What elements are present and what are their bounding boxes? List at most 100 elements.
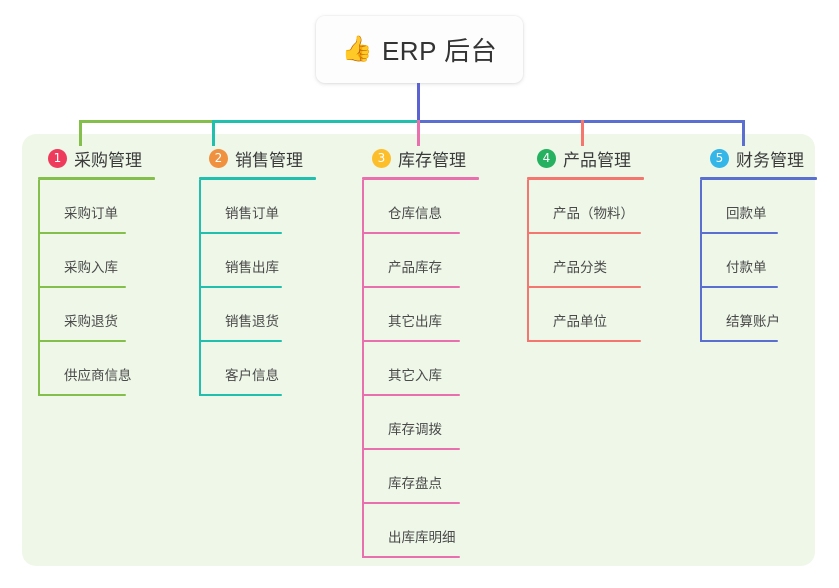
leaf-spine-line [527,180,529,234]
leaf-spine-line [527,234,529,288]
leaf-label: 库存调拨 [388,422,442,437]
leaf-label: 库存盘点 [388,476,442,491]
leaf-spine-line [362,504,364,558]
leaf-label: 回款单 [726,206,767,221]
leaf-label: 采购订单 [64,206,118,221]
branch-label-5: 财务管理 [736,150,804,170]
branch-rule-3 [362,177,479,180]
leaf-spine-line [527,288,529,342]
leaf-rule [700,340,778,342]
branch-header-4[interactable]: 4 产品管理 [527,146,631,170]
branch-rule-4 [527,177,644,180]
leaf-spine-line [362,180,364,234]
leaf-label: 采购退货 [64,314,118,329]
branches-panel [22,134,815,566]
leaf-spine-line [199,234,201,288]
branch-column-4: 4 产品管理产品（物料） 产品分类产品单位 [527,146,644,342]
leaf-rule [362,232,460,234]
branch-label-2: 销售管理 [235,150,303,170]
leaf-spine-line [700,234,702,288]
leaf-rule [362,502,460,504]
leaf-rule [527,286,641,288]
root-title: ERP 后台 [381,36,498,66]
leaf-label: 产品单位 [553,314,607,329]
drop-purchase-line [79,120,82,146]
leaf-spine-line [38,288,40,342]
leaf-label: 付款单 [726,260,767,275]
leaf-rule [362,448,460,450]
leaf-rule [362,286,460,288]
leaf-rule [199,286,282,288]
branch-header-2[interactable]: 2 销售管理 [199,146,303,170]
leaf-label: 产品库存 [388,260,442,275]
leaf-label: 其它入库 [388,368,442,383]
bus-green-line [79,120,214,123]
leaf-label: 出库库明细 [388,530,456,545]
leaf-rule [527,340,641,342]
leaf-rule [38,340,126,342]
branch-badge-3: 3 [372,148,391,168]
leaf-label: 供应商信息 [64,368,132,383]
leaf-rule [362,556,460,558]
leaf-spine-line [199,180,201,234]
leaf-rule [199,340,282,342]
root-stem-line [417,83,420,123]
leaf-rule [700,286,778,288]
branch-badge-4: 4 [537,148,556,168]
leaf-spine-line [199,288,201,342]
thumbs-up-emoji: 👍 [341,35,373,63]
leaf-rule [199,394,282,396]
leaf-rule [362,394,460,396]
leaf-label: 其它出库 [388,314,442,329]
branch-label-3: 库存管理 [398,150,466,170]
branch-label-4: 产品管理 [563,150,631,170]
branch-badge-5: 5 [710,148,729,168]
bus-blue-line [417,120,744,123]
leaf-rule [700,232,778,234]
drop-inventory-line [417,120,420,146]
branch-rule-2 [199,177,316,180]
drop-finance-line [742,120,745,146]
leaf-label: 仓库信息 [388,206,442,221]
leaf-spine-line [362,288,364,342]
leaf-label: 采购入库 [64,260,118,275]
leaf-rule [38,394,126,396]
root-node[interactable]: 👍 ERP 后台 [316,16,523,83]
leaf-label: 产品（物料） [553,206,634,221]
branch-rule-1 [38,177,155,180]
branch-label-1: 采购管理 [74,150,142,170]
leaf-rule [527,232,641,234]
branch-column-3: 3 库存管理仓库信息产品库存其它出库其它入库库存调拨库存盘点出库库明细 [362,146,479,558]
leaf-spine-line [362,450,364,504]
leaf-rule [38,286,126,288]
branch-header-3[interactable]: 3 库存管理 [362,146,466,170]
leaf-spine-line [362,342,364,396]
drop-product-line [581,120,584,146]
leaf-spine-line [38,180,40,234]
leaf-spine-line [38,342,40,396]
branch-badge-2: 2 [209,148,228,168]
leaf-label: 产品分类 [553,260,607,275]
leaf-label: 销售出库 [225,260,279,275]
bus-teal-line [212,120,419,123]
leaf-spine-line [362,396,364,450]
leaf-spine-line [700,180,702,234]
leaf-label: 销售订单 [225,206,279,221]
leaf-spine-line [38,234,40,288]
leaf-label: 销售退货 [225,314,279,329]
leaf-rule [38,232,126,234]
branch-rule-5 [700,177,817,180]
leaf-spine-line [199,342,201,396]
leaf-spine-line [362,234,364,288]
branch-column-2: 2 销售管理销售订单销售出库销售退货客户信息 [199,146,316,396]
branch-header-5[interactable]: 5 财务管理 [700,146,804,170]
leaf-rule [199,232,282,234]
drop-sales-line [212,120,215,146]
leaf-rule [362,340,460,342]
leaf-label: 客户信息 [225,368,279,383]
leaf-spine-line [700,288,702,342]
